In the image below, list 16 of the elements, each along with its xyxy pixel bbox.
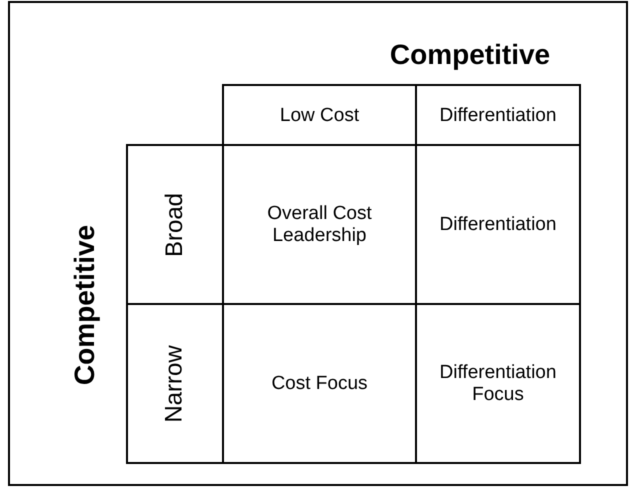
row-header-text: Broad: [161, 192, 189, 257]
matrix-cell: [415, 144, 581, 305]
cell-text: Differentiation: [440, 104, 556, 126]
row-header-cell: [126, 303, 224, 464]
row-header-text: Narrow: [161, 344, 189, 422]
cell-text: Overall Cost Leadership: [266, 202, 373, 246]
cell-text: Low Cost: [280, 104, 360, 126]
row-header-cell: [126, 144, 224, 305]
column-axis-title: Competitive: [388, 38, 552, 72]
matrix-cell: [222, 84, 417, 147]
matrix-cell: [415, 84, 581, 147]
cell-text: Differentiation: [440, 214, 556, 236]
matrix-cell: [415, 303, 581, 464]
cell-text: Cost Focus: [271, 372, 368, 394]
row-axis-title: Competitive: [68, 224, 101, 386]
cell-text: Differentiation Focus: [438, 362, 558, 406]
